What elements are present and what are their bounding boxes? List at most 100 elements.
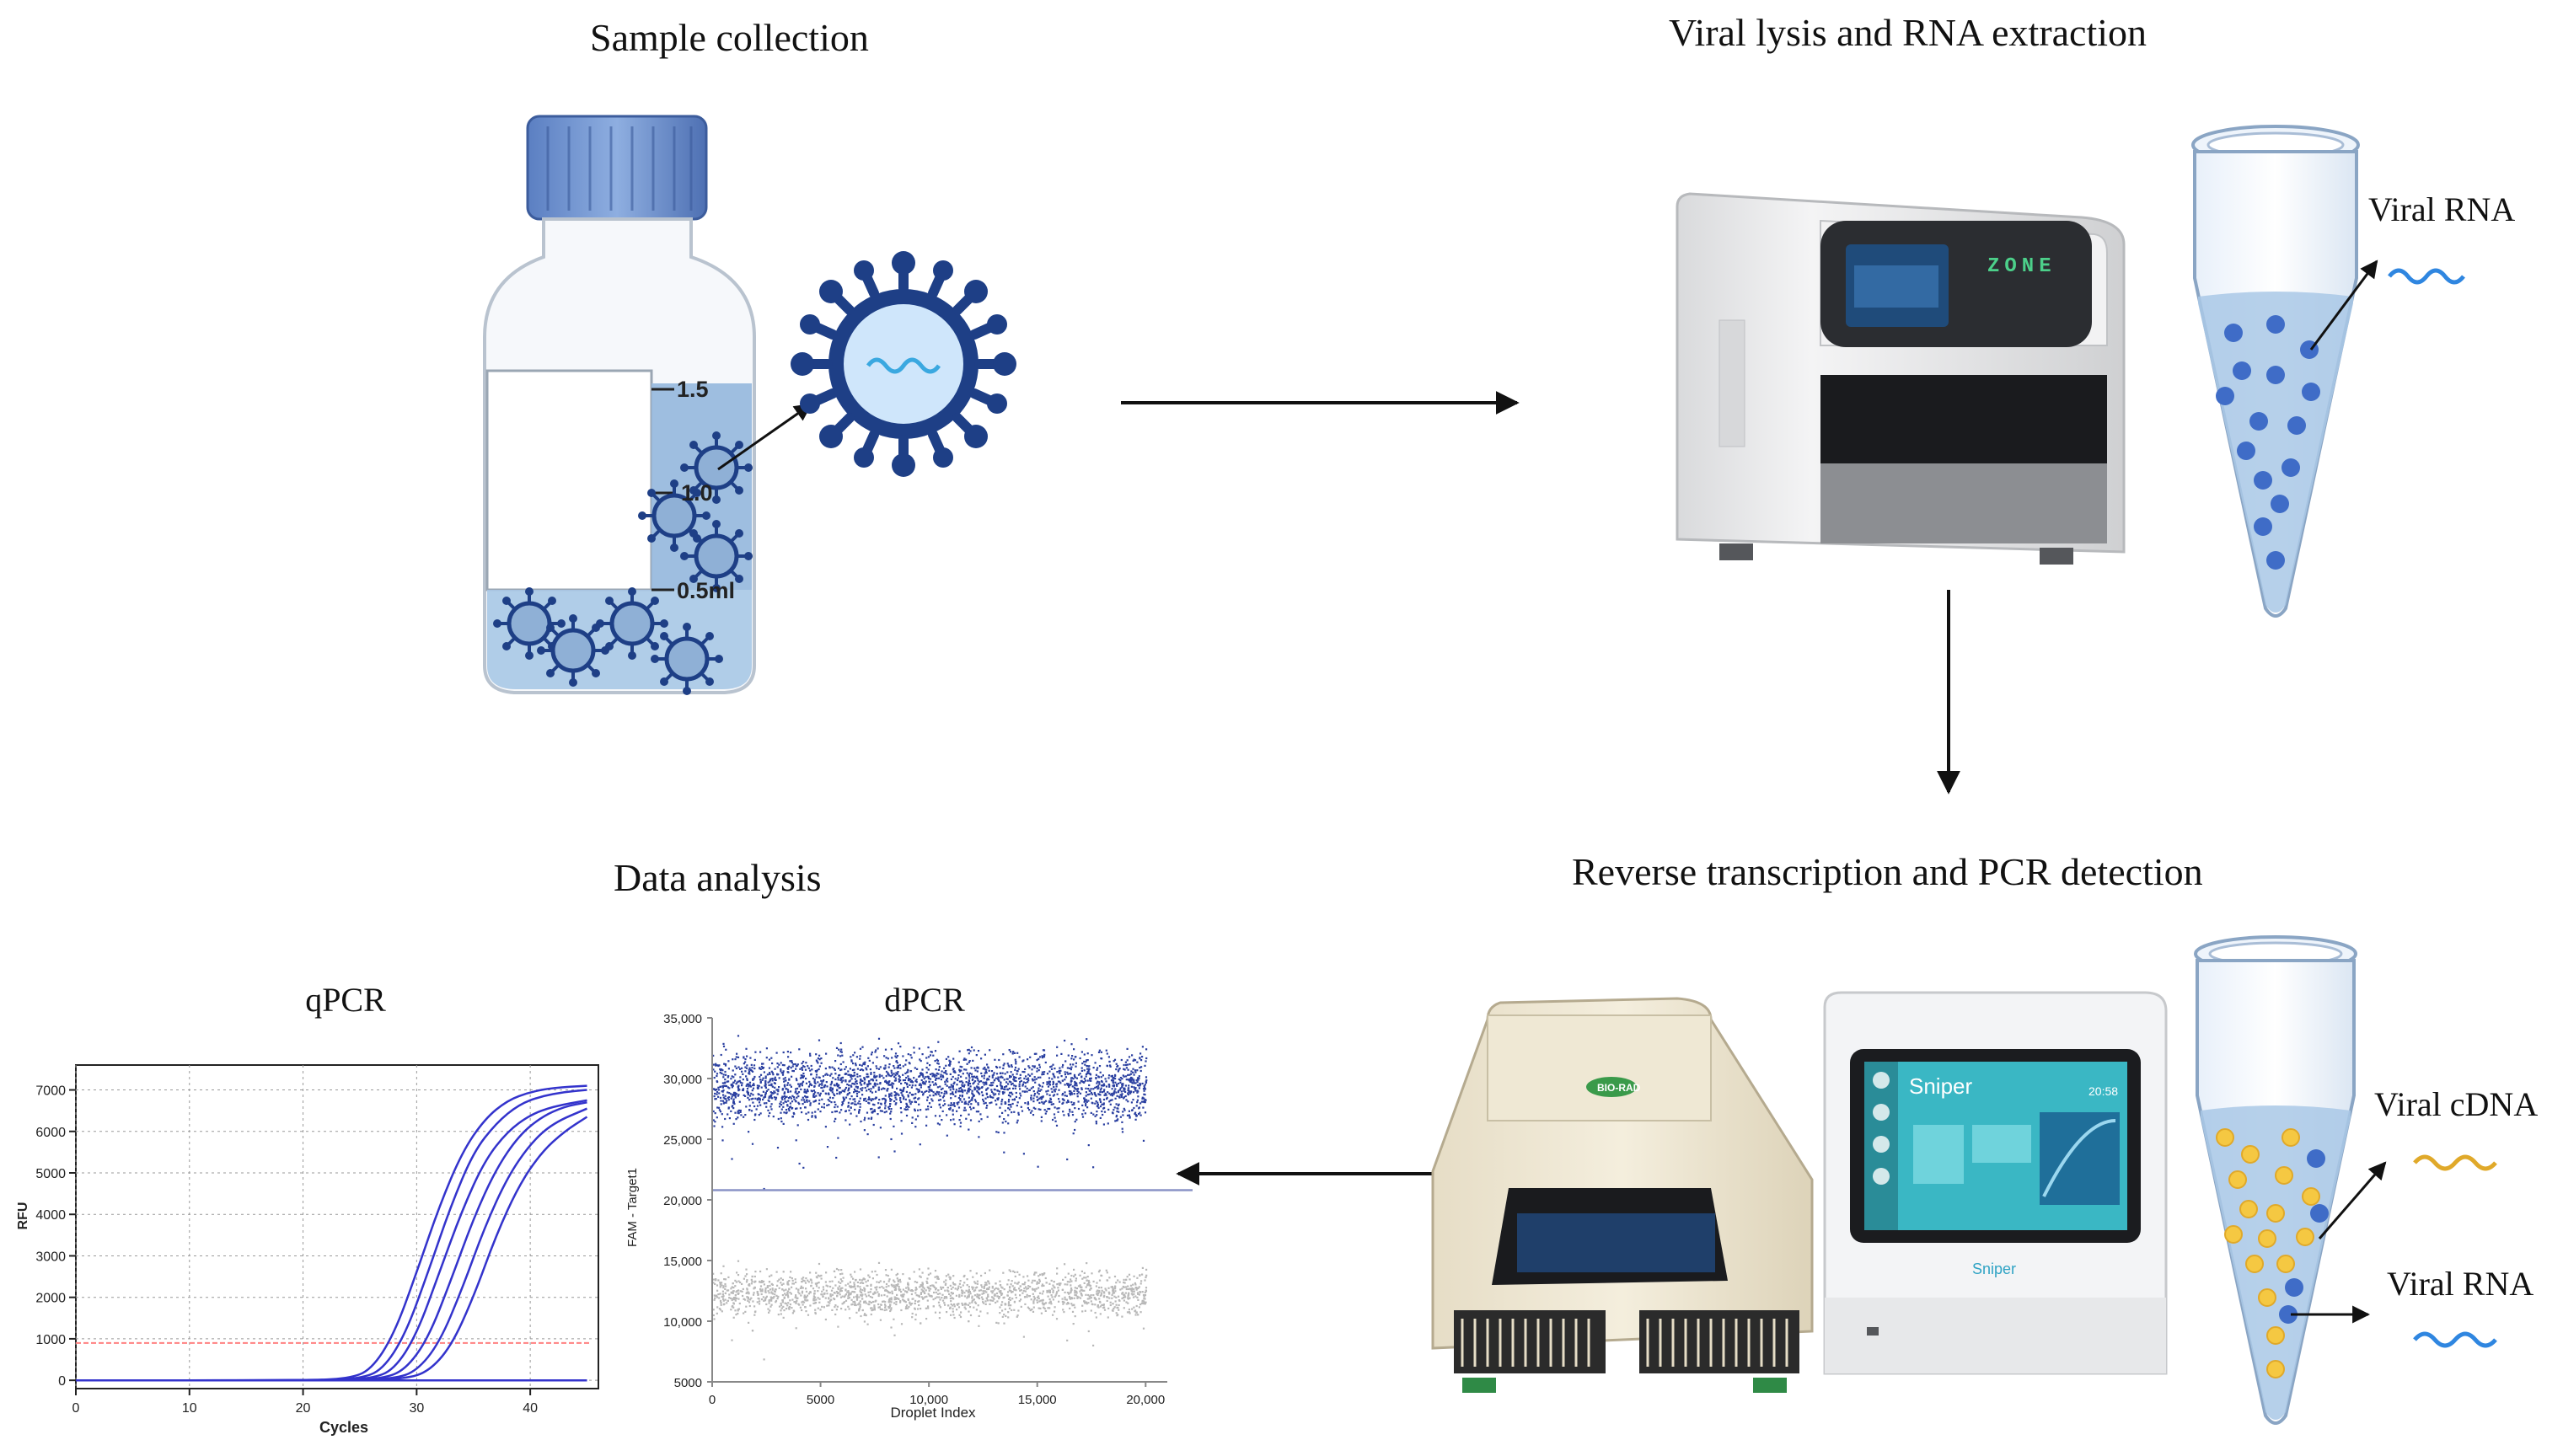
- dpcr-droplet-positive: [817, 1081, 819, 1084]
- dpcr-droplet-positive: [739, 1111, 742, 1113]
- dpcr-droplet-positive: [1141, 1097, 1144, 1100]
- dpcr-droplet-positive: [748, 1099, 751, 1101]
- dpcr-droplet-positive: [882, 1097, 885, 1100]
- dpcr-droplet-positive: [741, 1082, 743, 1084]
- dpcr-droplet-negative: [1038, 1278, 1041, 1281]
- dpcr-droplet-positive: [784, 1085, 786, 1088]
- dpcr-droplet-positive: [914, 1118, 917, 1121]
- dpcr-droplet-positive: [784, 1084, 786, 1086]
- dpcr-droplet-negative: [935, 1291, 937, 1293]
- dpcr-droplet-negative: [914, 1318, 917, 1321]
- dpcr-droplet-positive: [715, 1098, 717, 1100]
- dpcr-droplet-negative: [1089, 1288, 1091, 1291]
- dpcr-droplet-positive: [986, 1078, 989, 1080]
- dpcr-droplet-negative: [1106, 1299, 1108, 1302]
- dpcr-droplet-negative: [896, 1272, 899, 1275]
- dpcr-droplet-negative: [731, 1339, 733, 1341]
- dpcr-droplet-positive: [789, 1095, 791, 1099]
- extractor-display: ZONE: [1987, 255, 2056, 278]
- dpcr-droplet-negative: [723, 1278, 726, 1281]
- dpcr-droplet-negative: [1143, 1300, 1145, 1303]
- dpcr-droplet-positive: [831, 1066, 834, 1068]
- dpcr-droplet-negative: [732, 1298, 734, 1300]
- dpcr-droplet-positive: [748, 1068, 750, 1071]
- dpcr-droplet-negative: [952, 1314, 955, 1316]
- dpcr-droplet-negative: [858, 1302, 861, 1304]
- dpcr-droplet-negative: [1025, 1286, 1027, 1288]
- dpcr-droplet-positive: [1115, 1063, 1118, 1065]
- dpcr-droplet-negative: [910, 1293, 913, 1296]
- dpcr-droplet-negative: [859, 1278, 861, 1281]
- dpcr-droplet-positive: [1039, 1108, 1042, 1111]
- dpcr-droplet-positive: [1107, 1077, 1110, 1079]
- dpcr-droplet-positive: [769, 1105, 772, 1108]
- dpcr-droplet-positive: [1085, 1095, 1087, 1097]
- dpcr-droplet-positive: [962, 1058, 965, 1061]
- dpcr-droplet-positive: [737, 1110, 739, 1112]
- dpcr-droplet-positive: [922, 1081, 925, 1084]
- dpcr-droplet-positive: [874, 1097, 877, 1100]
- dpcr-droplet-positive: [748, 1081, 752, 1084]
- dpcr-droplet-positive: [1070, 1077, 1073, 1079]
- dpcr-droplet-positive: [759, 1067, 761, 1069]
- dpcr-droplet-positive: [1043, 1053, 1046, 1056]
- dpcr-droplet-positive: [870, 1088, 872, 1090]
- dpcr-droplet-positive: [1052, 1084, 1054, 1086]
- dpcr-droplet-negative: [991, 1287, 994, 1289]
- dpcr-droplet-negative: [781, 1288, 784, 1291]
- dpcr-droplet-negative: [920, 1285, 922, 1287]
- dpcr-droplet-positive: [1049, 1097, 1052, 1100]
- dpcr-droplet-negative: [1070, 1274, 1073, 1277]
- dpcr-droplet-positive: [804, 1106, 807, 1109]
- dpcr-droplet-negative: [978, 1289, 980, 1292]
- dpcr-droplet-negative: [957, 1285, 960, 1287]
- dpcr-droplet-positive: [866, 1073, 869, 1076]
- dpcr-droplet-negative: [1024, 1290, 1027, 1293]
- dpcr-droplet-positive: [914, 1096, 917, 1099]
- dpcr-droplet-negative: [823, 1288, 825, 1291]
- dpcr-droplet-positive: [978, 1080, 980, 1083]
- dpcr-droplet-negative: [878, 1286, 881, 1289]
- dpcr-droplet-negative: [989, 1299, 991, 1302]
- dpcr-droplet-positive: [968, 1079, 970, 1082]
- dpcr-droplet-positive: [949, 1093, 952, 1095]
- dpcr-droplet-positive: [918, 1047, 920, 1050]
- dpcr-droplet-negative: [852, 1277, 855, 1280]
- dpcr-droplet-positive: [1080, 1080, 1082, 1083]
- dpcr-droplet-positive: [936, 1058, 938, 1061]
- dpcr-droplet-negative: [998, 1296, 1001, 1298]
- dpcr-droplet-negative: [1138, 1293, 1140, 1296]
- dpcr-droplet-negative: [985, 1283, 988, 1286]
- dpcr-droplet-positive: [940, 1088, 942, 1090]
- dpcr-droplet-negative: [828, 1299, 832, 1302]
- dpcr-droplet-positive: [1036, 1099, 1038, 1101]
- dpcr-droplet-negative: [1001, 1309, 1004, 1312]
- dpcr-droplet-negative: [721, 1282, 723, 1284]
- dpcr-droplet-positive: [1046, 1081, 1048, 1084]
- dpcr-droplet-negative: [1013, 1287, 1016, 1290]
- dpcr-droplet-negative: [1140, 1280, 1143, 1282]
- tablet-brand: Sniper: [1909, 1073, 1972, 1099]
- dpcr-droplet-negative: [1048, 1289, 1051, 1292]
- dpcr-droplet-negative: [1138, 1286, 1140, 1288]
- dpcr-droplet-negative: [1055, 1293, 1058, 1295]
- dpcr-droplet-positive: [877, 1037, 881, 1040]
- dpcr-droplet-positive: [939, 1099, 942, 1101]
- dpcr-droplet-positive: [818, 1054, 821, 1057]
- dpcr-droplet-positive: [782, 1105, 785, 1108]
- dpcr-droplet-positive: [959, 1098, 962, 1100]
- dpcr-droplet-positive: [795, 1090, 797, 1093]
- dpcr-droplet-negative: [1001, 1287, 1004, 1289]
- dpcr-droplet-positive: [924, 1083, 926, 1085]
- dpcr-droplet-positive: [903, 1096, 905, 1099]
- dpcr-droplet-positive: [771, 1078, 774, 1080]
- dpcr-droplet-negative: [730, 1287, 732, 1290]
- dpcr-droplet-positive: [884, 1099, 887, 1101]
- dpcr-droplet-positive: [850, 1085, 853, 1088]
- dpcr-droplet-negative: [827, 1301, 829, 1303]
- dpcr-droplet-positive: [976, 1085, 979, 1088]
- dpcr-droplet-positive: [890, 1075, 893, 1078]
- dpcr-droplet-negative: [861, 1293, 864, 1296]
- dpcr-droplet-negative: [1098, 1298, 1101, 1300]
- dpcr-droplet-positive: [1125, 1063, 1128, 1067]
